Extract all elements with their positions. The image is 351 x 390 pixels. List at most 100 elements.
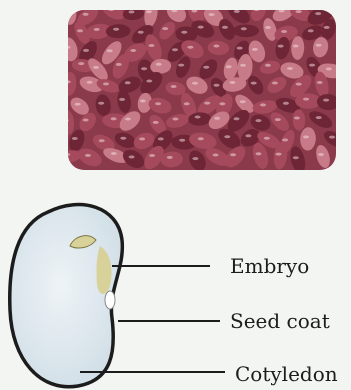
bean-highlight xyxy=(153,121,159,124)
bean-highlight xyxy=(125,81,131,84)
bean-highlight xyxy=(162,27,168,30)
bean-highlight xyxy=(275,118,281,121)
bean-highlight xyxy=(265,64,271,67)
bean-highlight xyxy=(230,153,236,156)
bean-highlight xyxy=(130,49,136,52)
bean-highlight xyxy=(85,154,91,157)
bean-highlight xyxy=(119,98,125,101)
bean-highlight xyxy=(192,82,198,85)
bean-highlight xyxy=(87,81,93,84)
bean-highlight xyxy=(171,9,177,12)
bean-highlight xyxy=(146,10,152,13)
bean-highlight xyxy=(296,10,302,13)
bean-highlight xyxy=(149,44,155,47)
bean-highlight xyxy=(158,137,164,140)
bean-highlight xyxy=(172,118,178,121)
bean-highlight xyxy=(184,102,190,105)
bean-highlight xyxy=(256,152,262,155)
bean-highlight xyxy=(191,10,197,13)
bean-highlight xyxy=(138,31,144,34)
bean-highlight xyxy=(65,11,71,14)
bean-highlight xyxy=(187,46,193,49)
bean-highlight xyxy=(240,64,246,67)
bean-highlight xyxy=(315,12,321,15)
bean-highlight xyxy=(318,153,324,156)
bean-highlight xyxy=(226,65,232,68)
bean-highlight xyxy=(116,63,122,66)
bean-highlight xyxy=(171,85,177,88)
bean-highlight xyxy=(198,26,204,29)
cotyledon-label: Cotyledon xyxy=(235,362,338,386)
bean-highlight xyxy=(149,154,155,157)
bean-highlight xyxy=(78,62,84,65)
bean-highlight xyxy=(204,102,210,105)
bean-highlight xyxy=(198,137,204,140)
bean-highlight xyxy=(120,137,126,140)
bean-highlight xyxy=(279,9,285,12)
bean-highlight xyxy=(83,119,89,122)
bean-highlight xyxy=(213,154,219,157)
bean-highlight xyxy=(129,10,135,13)
bean-highlight xyxy=(303,135,309,138)
bean-highlight xyxy=(254,8,260,11)
bean-highlight xyxy=(265,26,271,29)
seed-coat-label: Seed coat xyxy=(230,309,330,333)
bean-highlight xyxy=(103,82,109,85)
bean-highlight xyxy=(214,117,220,120)
bean-highlight xyxy=(214,84,220,87)
bean xyxy=(233,25,259,38)
bean-highlight xyxy=(324,26,330,29)
bean-highlight xyxy=(287,67,293,70)
bean-highlight xyxy=(283,102,289,105)
bean-highlight xyxy=(93,66,99,69)
bean-highlight xyxy=(75,103,81,106)
bean-highlight xyxy=(309,64,315,67)
bean-highlight xyxy=(230,81,236,84)
bean-highlight xyxy=(282,138,288,141)
bean-highlight xyxy=(252,48,258,51)
bean-highlight xyxy=(224,135,230,138)
bean-highlight xyxy=(72,137,78,140)
bean-highlight xyxy=(178,64,184,67)
bean-highlight xyxy=(107,49,113,52)
bean-highlight xyxy=(167,156,173,159)
bean-highlight xyxy=(203,66,209,69)
bean-highlight xyxy=(293,156,299,159)
bean-highlight xyxy=(329,136,335,139)
bean-highlight xyxy=(219,102,225,105)
bean-highlight xyxy=(139,137,145,140)
bean-highlight xyxy=(181,31,187,34)
bean-highlight xyxy=(234,117,240,120)
bean-highlight xyxy=(260,103,266,106)
bean-highlight xyxy=(234,10,240,13)
bean-highlight xyxy=(222,26,228,29)
bean-highlight xyxy=(303,98,309,101)
bean-highlight xyxy=(240,100,246,103)
bean-highlight xyxy=(83,49,89,52)
bean-highlight xyxy=(125,118,131,121)
bean-highlight xyxy=(65,80,71,83)
bean-highlight xyxy=(326,67,332,70)
bean-highlight xyxy=(294,117,300,120)
bean-highlight xyxy=(146,80,152,83)
bean-highlight xyxy=(99,139,105,142)
bean-highlight xyxy=(113,28,119,31)
bean-highlight xyxy=(237,47,243,50)
bean-highlight xyxy=(195,116,201,119)
seed-diagram xyxy=(10,205,123,387)
bean-highlight xyxy=(156,63,162,66)
bean-highlight xyxy=(281,30,287,33)
bean-highlight xyxy=(155,102,161,105)
bean-highlight xyxy=(65,46,71,49)
bean-highlight xyxy=(278,45,284,48)
bean-highlight xyxy=(323,99,329,102)
bean-highlight xyxy=(141,67,147,70)
bean-highlight xyxy=(172,48,178,51)
bean-highlight xyxy=(63,119,69,122)
bean-highlight xyxy=(308,29,314,32)
bean-highlight xyxy=(64,153,70,156)
bean-highlight xyxy=(276,153,282,156)
bean-highlight xyxy=(317,81,323,84)
bean-highlight xyxy=(213,45,219,48)
